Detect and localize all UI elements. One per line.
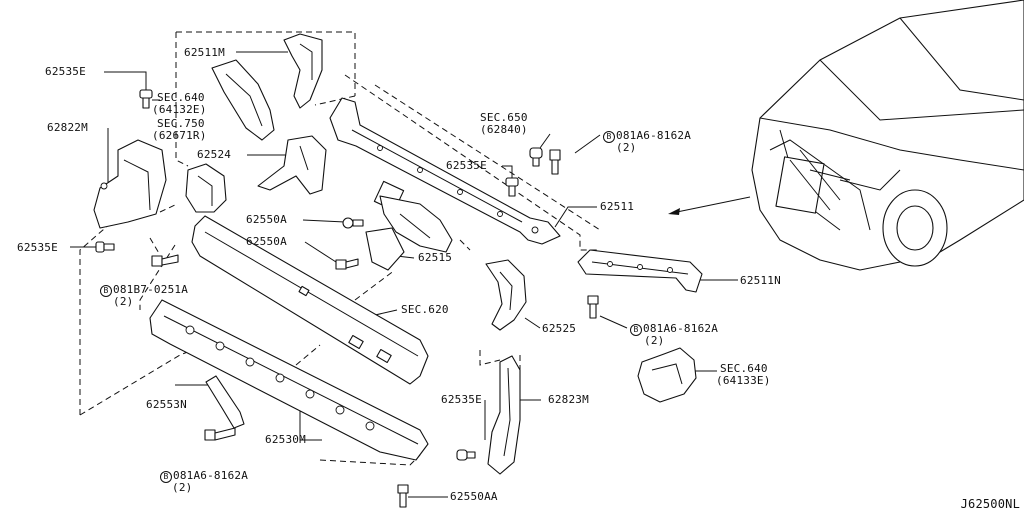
label-sec650: SEC.650 — [480, 111, 528, 124]
label-62823M: 62823M — [548, 393, 589, 406]
label-081B7-qty: (2) — [113, 295, 134, 308]
label-sec640-left: SEC.640 — [157, 91, 205, 104]
label-62535E-top: 62535E — [45, 65, 86, 78]
label-62550A-b: 62550A — [246, 235, 287, 248]
clip-62535E-bottom — [456, 449, 476, 461]
label-62535E-bottom: 62535E — [441, 393, 482, 406]
direction-arrowhead — [668, 208, 680, 215]
label-sec640-right-sub: (64133E) — [716, 374, 771, 387]
label-62515: 62515 — [418, 251, 453, 264]
bracket-62511M — [211, 33, 323, 141]
lock-support-62515 — [365, 195, 453, 271]
bracket-sec640-right — [637, 347, 697, 403]
label-sec620: SEC.620 — [401, 303, 449, 316]
bolt-081A6-top — [549, 149, 561, 175]
label-62511M: 62511M — [184, 46, 225, 59]
label-081A6-mid-qty: (2) — [644, 334, 665, 347]
bolt-62550A-b — [335, 258, 359, 270]
label-62822M: 62822M — [47, 121, 88, 134]
clip-62535E-mid — [505, 177, 519, 197]
label-62550AA: 62550AA — [450, 490, 498, 503]
bracket-sec750 — [185, 163, 227, 213]
label-62511N: 62511N — [740, 274, 781, 287]
bolt-081A6-mid — [587, 295, 599, 319]
label-sec750: SEC.750 — [157, 117, 205, 130]
car-illustration — [751, 0, 1024, 271]
clip-62535E-left — [95, 241, 115, 253]
clip-62535E-top — [139, 89, 153, 109]
bolt-mark-icon: B — [603, 131, 615, 143]
reinforcement-sec620 — [191, 215, 429, 385]
label-62553N: 62553N — [146, 398, 187, 411]
label-62511: 62511 — [600, 200, 635, 213]
fasteners — [95, 89, 599, 508]
label-081A6-top-qty: (2) — [616, 141, 637, 154]
air-guide-62823M — [487, 355, 521, 475]
bolt-mark-icon: B — [100, 285, 112, 297]
bolt-081B7 — [151, 254, 179, 267]
label-sec640-left-sub: (64132E) — [152, 103, 207, 116]
leader-lines — [70, 51, 751, 498]
clip-62550A-a — [342, 217, 364, 229]
stay-62553N — [205, 375, 245, 429]
lower-support-62530M — [149, 299, 429, 461]
bolt-mark-icon: B — [160, 471, 172, 483]
label-sec750-sub: (62671R) — [152, 129, 207, 142]
label-62530M: 62530M — [265, 433, 306, 446]
air-guide-62822M — [93, 139, 167, 229]
diagram-code: J62500NL — [960, 497, 1020, 511]
bolt-081A6-bottom — [204, 427, 236, 441]
clip-sec650 — [529, 147, 543, 167]
label-62550A-a: 62550A — [246, 213, 287, 226]
bolt-mark-icon: B — [630, 324, 642, 336]
bracket-62525 — [485, 259, 527, 331]
bracket-62524 — [257, 135, 327, 195]
bolt-62550AA — [397, 484, 409, 508]
label-62524: 62524 — [197, 148, 232, 161]
label-sec650-sub: (62840) — [480, 123, 528, 136]
label-081A6-bottom-qty: (2) — [172, 481, 193, 494]
label-62535E-mid: 62535E — [446, 159, 487, 172]
bar-62511N — [577, 249, 703, 293]
label-62535E-left: 62535E — [17, 241, 58, 254]
label-sec640-right: SEC.640 — [720, 362, 768, 375]
label-62525: 62525 — [542, 322, 577, 335]
